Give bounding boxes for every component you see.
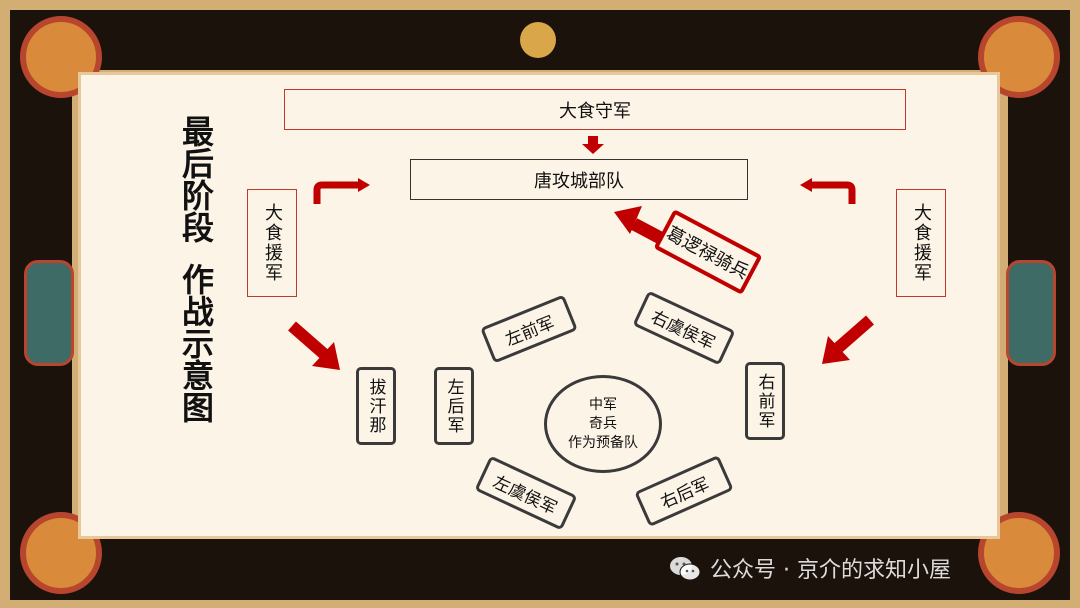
arrow-down-left-icon [822,315,874,364]
siege-label: 唐攻城部队 [534,170,624,192]
defender-box: 大食守军 [284,89,906,130]
reinforcement-right-label: 大食援军 [911,203,932,283]
page-title: 最后阶段 作战示意图 [176,115,216,423]
watermark-text: 公众号 · 京介的求知小屋 [710,558,951,583]
frame-bottom-band [10,538,1070,600]
right-front-box: 右前军 [745,362,785,440]
top-center-medallion [520,22,556,58]
baganna-label: 拔汗那 [365,377,386,435]
guardian-figure-right [1006,260,1056,366]
siege-box: 唐攻城部队 [410,159,748,200]
center-line1: 中军 [589,396,617,413]
title-line2: 作战示意图 [177,263,215,423]
baganna-box: 拔汗那 [356,367,396,445]
watermark: 公众号 · 京介的求知小屋 [668,552,951,584]
center-line2: 奇兵 [589,415,617,432]
arrow-down-right-icon [288,321,340,370]
title-line1: 最后阶段 [177,115,215,243]
center-line3: 作为预备队 [568,434,638,451]
center-army-ellipse: 中军 奇兵 作为预备队 [544,375,662,473]
guardian-figure-left [24,260,74,366]
defender-label: 大食守军 [559,100,631,122]
reinforcement-left-box: 大食援军 [247,189,297,297]
reinforcement-right-box: 大食援军 [896,189,946,297]
left-rear-box: 左后军 [434,367,474,445]
reinforcement-left-label: 大食援军 [262,203,283,283]
wechat-icon [670,557,701,581]
bent-arrow-right-icon [313,178,370,204]
right-front-label: 右前军 [754,372,775,430]
arrow-down-icon [582,136,604,154]
left-rear-label: 左后军 [443,377,464,435]
bent-arrow-left-icon [800,178,856,204]
